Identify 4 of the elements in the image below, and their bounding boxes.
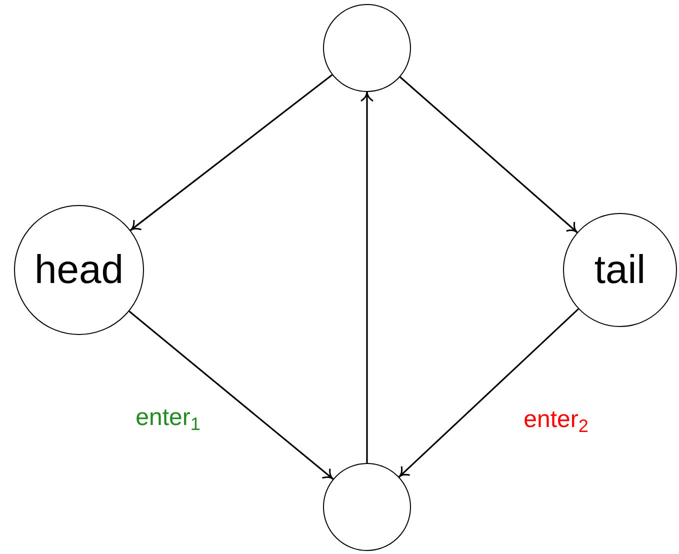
- node-label: tail: [594, 250, 646, 290]
- node-label: head: [34, 250, 124, 290]
- edge-label: enter$_{1}$: [136, 403, 200, 436]
- edge-label: enter$_{2}$: [524, 405, 588, 438]
